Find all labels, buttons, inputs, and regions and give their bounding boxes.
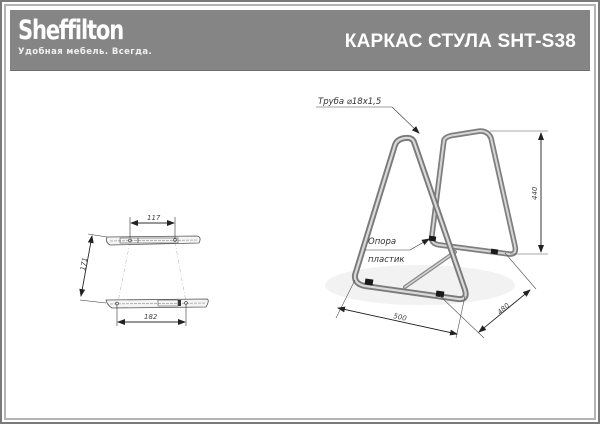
- header-banner: Sheffilton Удобная мебель. Всегда. КАРКА…: [10, 10, 590, 71]
- dim-500-label: 500: [393, 312, 408, 323]
- page-title: КАРКАС СТУЛА SHT-S38: [344, 31, 576, 52]
- dim-480-label: 480: [496, 301, 512, 316]
- dim-182-label: 182: [144, 313, 158, 321]
- rear-tube-loop: [428, 128, 519, 257]
- front-tube-loop: [351, 134, 469, 303]
- brand-tagline: Удобная мебель. Всегда.: [18, 47, 153, 57]
- top-view-drawing: 117 171 182: [79, 214, 209, 326]
- plastic-supports: [364, 235, 499, 298]
- dim-440-label: 440: [531, 186, 539, 200]
- support-label-line2: пластик: [368, 255, 405, 265]
- tube-label: Труба ⌀18x1,5: [318, 97, 381, 107]
- isometric-chair-frame: Труба ⌀18x1,5 Опора пластик 440 500 480: [316, 97, 548, 339]
- inner-frame: [4, 4, 596, 420]
- upper-bar-topview: [106, 235, 201, 246]
- brand-logo: Sheffilton Удобная мебель. Всегда.: [18, 14, 153, 57]
- dim-117-label: 117: [147, 214, 161, 222]
- lower-bar-topview: [105, 298, 209, 309]
- support-label-line1: Опора: [368, 237, 396, 247]
- brand-name: Sheffilton: [18, 15, 124, 46]
- dim-171-label: 171: [79, 257, 89, 272]
